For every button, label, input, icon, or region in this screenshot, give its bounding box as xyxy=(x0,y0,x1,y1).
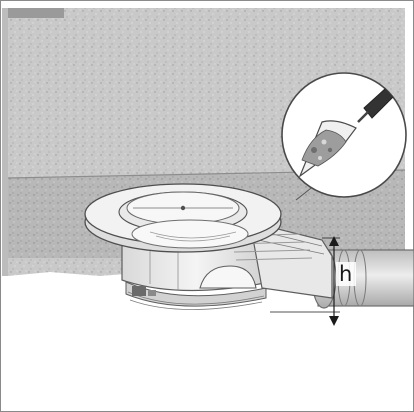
dimension-label: h xyxy=(339,262,352,286)
drain-grate xyxy=(131,219,249,249)
slab-edge xyxy=(8,8,64,18)
trowel-with-mortar-icon xyxy=(281,72,407,198)
dimension-h: h xyxy=(270,236,356,326)
slab-side xyxy=(2,8,8,276)
